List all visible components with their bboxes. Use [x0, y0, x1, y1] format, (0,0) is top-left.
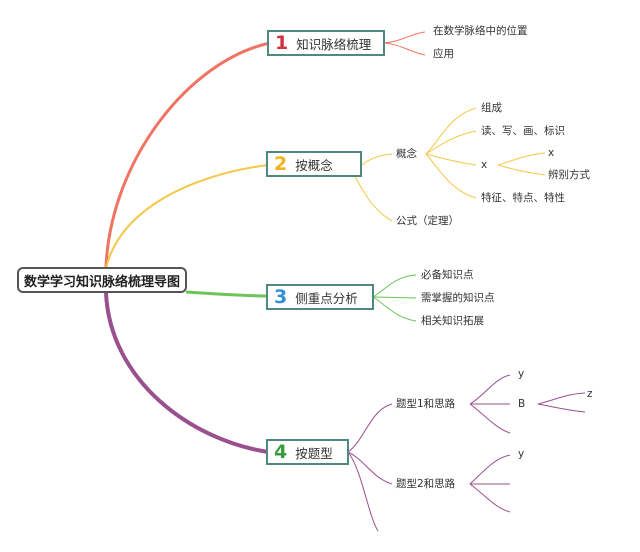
connector-root-branch-2 [105, 164, 269, 269]
connectors-branch-2 [346, 107, 546, 222]
node-x-sub[interactable]: x [548, 147, 555, 159]
node-question-type-1[interactable]: 题型1和思路 [396, 398, 456, 410]
branch-label: 按概念 [295, 157, 333, 173]
node-formula[interactable]: 公式（定理） [396, 215, 459, 227]
node-composition[interactable]: 组成 [481, 102, 502, 114]
node-read-write-draw[interactable]: 读、写、画、标识 [481, 125, 565, 137]
node-b[interactable]: B [518, 398, 526, 410]
node-position-in-context[interactable]: 在数学脉络中的位置 [433, 25, 528, 37]
node-features[interactable]: 特征、特点、特性 [481, 192, 565, 204]
branch-label: 知识脉络梳理 [296, 36, 372, 52]
branch-knowledge-context[interactable]: 1 知识脉络梳理 [267, 30, 385, 56]
connector-root-branch-1 [104, 41, 271, 269]
connectors-branch-4 [347, 374, 586, 532]
connector-root-branch-3 [185, 290, 269, 298]
node-must-master-points[interactable]: 需掌握的知识点 [421, 292, 495, 304]
node-distinguish-method[interactable]: 辨别方式 [548, 169, 590, 181]
branch-number-2: 2 [274, 152, 288, 175]
node-y-1[interactable]: y [518, 368, 525, 380]
connectors-branch-3 [372, 274, 417, 322]
connectors-branch-1 [383, 31, 426, 56]
branch-number-4: 4 [274, 440, 288, 463]
node-application[interactable]: 应用 [433, 48, 454, 60]
branch-label: 按题型 [295, 445, 333, 461]
node-related-extension[interactable]: 相关知识拓展 [421, 315, 484, 327]
root-topic[interactable]: 数学学习知识脉络梳理导图 [17, 267, 187, 293]
node-y-2[interactable]: y [518, 448, 525, 460]
branch-by-question-type[interactable]: 4 按题型 [266, 439, 349, 465]
branch-by-concept[interactable]: 2 按概念 [266, 151, 362, 177]
connector-root-branch-4 [104, 292, 269, 454]
node-x[interactable]: x [481, 159, 488, 171]
node-question-type-2[interactable]: 题型2和思路 [396, 478, 456, 490]
branch-number-1: 1 [275, 31, 289, 54]
branch-label: 侧重点分析 [295, 290, 358, 306]
branch-focus-analysis[interactable]: 3 侧重点分析 [266, 284, 374, 310]
branch-number-3: 3 [274, 285, 288, 308]
node-essential-points[interactable]: 必备知识点 [421, 269, 474, 281]
node-z[interactable]: z [587, 388, 593, 400]
node-concept[interactable]: 概念 [396, 148, 417, 160]
